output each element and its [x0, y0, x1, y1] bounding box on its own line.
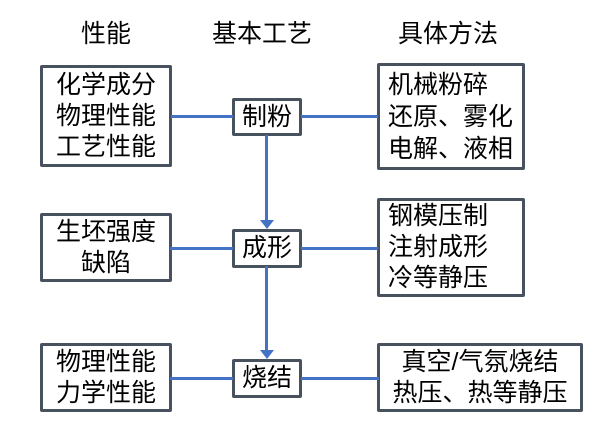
connector-sintering-methods	[301, 377, 379, 380]
box-performance-sintering-label: 物理性能 力学性能	[55, 347, 156, 407]
box-methods-sintering-label: 真空/气氛烧结 热压、热等静压	[392, 347, 568, 407]
box-performance-milling-label: 化学成分 物理性能 工艺性能	[55, 70, 156, 161]
box-methods-forming: 钢模压制 注射成形 冷等静压	[377, 198, 525, 297]
arrow-down-icon	[260, 350, 274, 359]
box-process-sintering: 烧结	[232, 359, 302, 398]
column-header-process: 基本工艺	[211, 20, 312, 48]
box-methods-sintering: 真空/气氛烧结 热压、热等静压	[377, 343, 583, 412]
arrow-down-icon	[260, 220, 274, 229]
connector-performance-milling	[171, 115, 233, 118]
box-process-forming: 成形	[232, 229, 302, 268]
column-header-methods: 具体方法	[397, 20, 498, 48]
box-performance-forming-label: 生坯强度 缺陷	[55, 217, 156, 277]
box-process-milling: 制粉	[232, 98, 302, 136]
box-performance-milling: 化学成分 物理性能 工艺性能	[40, 65, 172, 167]
column-header-performance: 性能	[80, 20, 131, 48]
flow-line-forming-to-sintering	[265, 266, 268, 350]
connector-performance-forming	[170, 247, 233, 250]
box-methods-milling-label: 机械粉碎 还原、雾化 电解、液相	[388, 70, 514, 163]
box-process-forming-label: 成形	[241, 234, 292, 262]
box-process-milling-label: 制粉	[241, 102, 292, 131]
connector-performance-sintering	[170, 377, 233, 380]
box-performance-sintering: 物理性能 力学性能	[40, 343, 172, 412]
box-performance-forming: 生坯强度 缺陷	[40, 213, 172, 282]
box-process-sintering-label: 烧结	[241, 364, 292, 392]
box-methods-milling: 机械粉碎 还原、雾化 电解、液相	[377, 63, 525, 170]
flow-line-milling-to-forming	[265, 135, 268, 221]
connector-milling-methods	[301, 115, 378, 118]
connector-forming-methods	[301, 247, 378, 250]
box-methods-forming-label: 钢模压制 注射成形 冷等静压	[388, 202, 489, 292]
